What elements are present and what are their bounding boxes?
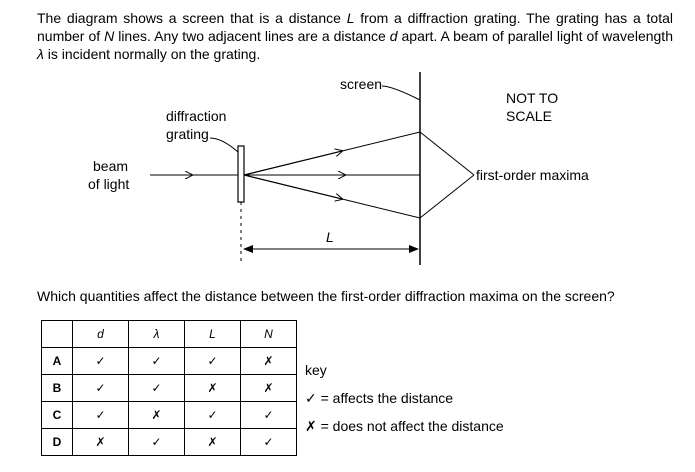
table-row[interactable]: D ✗ ✓ ✗ ✓ <box>41 428 297 456</box>
table-row[interactable]: B ✓ ✓ ✗ ✗ <box>41 374 297 402</box>
beam-label-line2: of light <box>88 176 129 192</box>
option-label[interactable]: C <box>41 401 73 429</box>
header-corner <box>41 320 73 348</box>
header-L: L <box>184 320 241 348</box>
grating-label-line1: diffraction <box>166 108 226 124</box>
maxima-pointer-lower <box>419 174 475 219</box>
table-cell: ✗ <box>184 428 241 456</box>
grating-label-leader <box>209 137 239 153</box>
grating-label-line2: grating <box>166 126 209 142</box>
table-cell: ✗ <box>240 374 297 402</box>
key-cross: ✗ = does not affect the distance <box>305 418 504 434</box>
screen-label: screen <box>340 76 382 92</box>
screen-label-leader <box>381 85 421 101</box>
table-cell: ✓ <box>240 401 297 429</box>
upper-ray-arrow <box>243 151 342 176</box>
distance-label: L <box>326 229 334 245</box>
table-cell: ✗ <box>128 401 185 429</box>
grating <box>237 145 245 203</box>
option-label[interactable]: B <box>41 374 73 402</box>
option-label[interactable]: A <box>41 347 73 375</box>
header-d: d <box>72 320 129 348</box>
header-lambda: λ <box>128 320 185 348</box>
beam-label-line1: beam <box>93 158 128 174</box>
table-header-row: d λ L N <box>41 320 297 348</box>
lower-ray-arrow <box>243 174 342 199</box>
table-row[interactable]: A ✓ ✓ ✓ ✗ <box>41 347 297 375</box>
table-cell: ✓ <box>240 428 297 456</box>
not-to-scale-line2: SCALE <box>506 108 552 124</box>
table-cell: ✓ <box>72 401 129 429</box>
table-cell: ✗ <box>240 347 297 375</box>
maxima-pointer-upper <box>419 131 475 176</box>
table-cell: ✗ <box>72 428 129 456</box>
table-cell: ✗ <box>184 374 241 402</box>
diffraction-diagram: screen diffraction grating beam of light… <box>88 72 589 265</box>
table-row[interactable]: C ✓ ✗ ✓ ✓ <box>41 401 297 429</box>
table-cell: ✓ <box>72 347 129 375</box>
table-cell: ✓ <box>128 347 185 375</box>
not-to-scale-line1: NOT TO <box>506 90 558 106</box>
first-order-maxima-label: first-order maxima <box>476 167 589 183</box>
table-cell: ✓ <box>128 428 185 456</box>
table-cell: ✓ <box>128 374 185 402</box>
table-cell: ✓ <box>184 401 241 429</box>
key: key ✓ = affects the distance ✗ = does no… <box>305 356 504 440</box>
header-N: N <box>240 320 297 348</box>
question-intro: The diagram shows a screen that is a dis… <box>37 10 674 62</box>
table-cell: ✓ <box>72 374 129 402</box>
key-title: key <box>305 362 327 378</box>
question-text: Which quantities affect the distance bet… <box>37 288 615 304</box>
answer-table: d λ L N A ✓ ✓ ✓ ✗ B ✓ ✓ ✗ ✗ C ✓ ✗ ✓ ✓ D … <box>41 320 297 456</box>
table-cell: ✓ <box>184 347 241 375</box>
option-label[interactable]: D <box>41 428 73 456</box>
key-tick: ✓ = affects the distance <box>305 390 454 406</box>
